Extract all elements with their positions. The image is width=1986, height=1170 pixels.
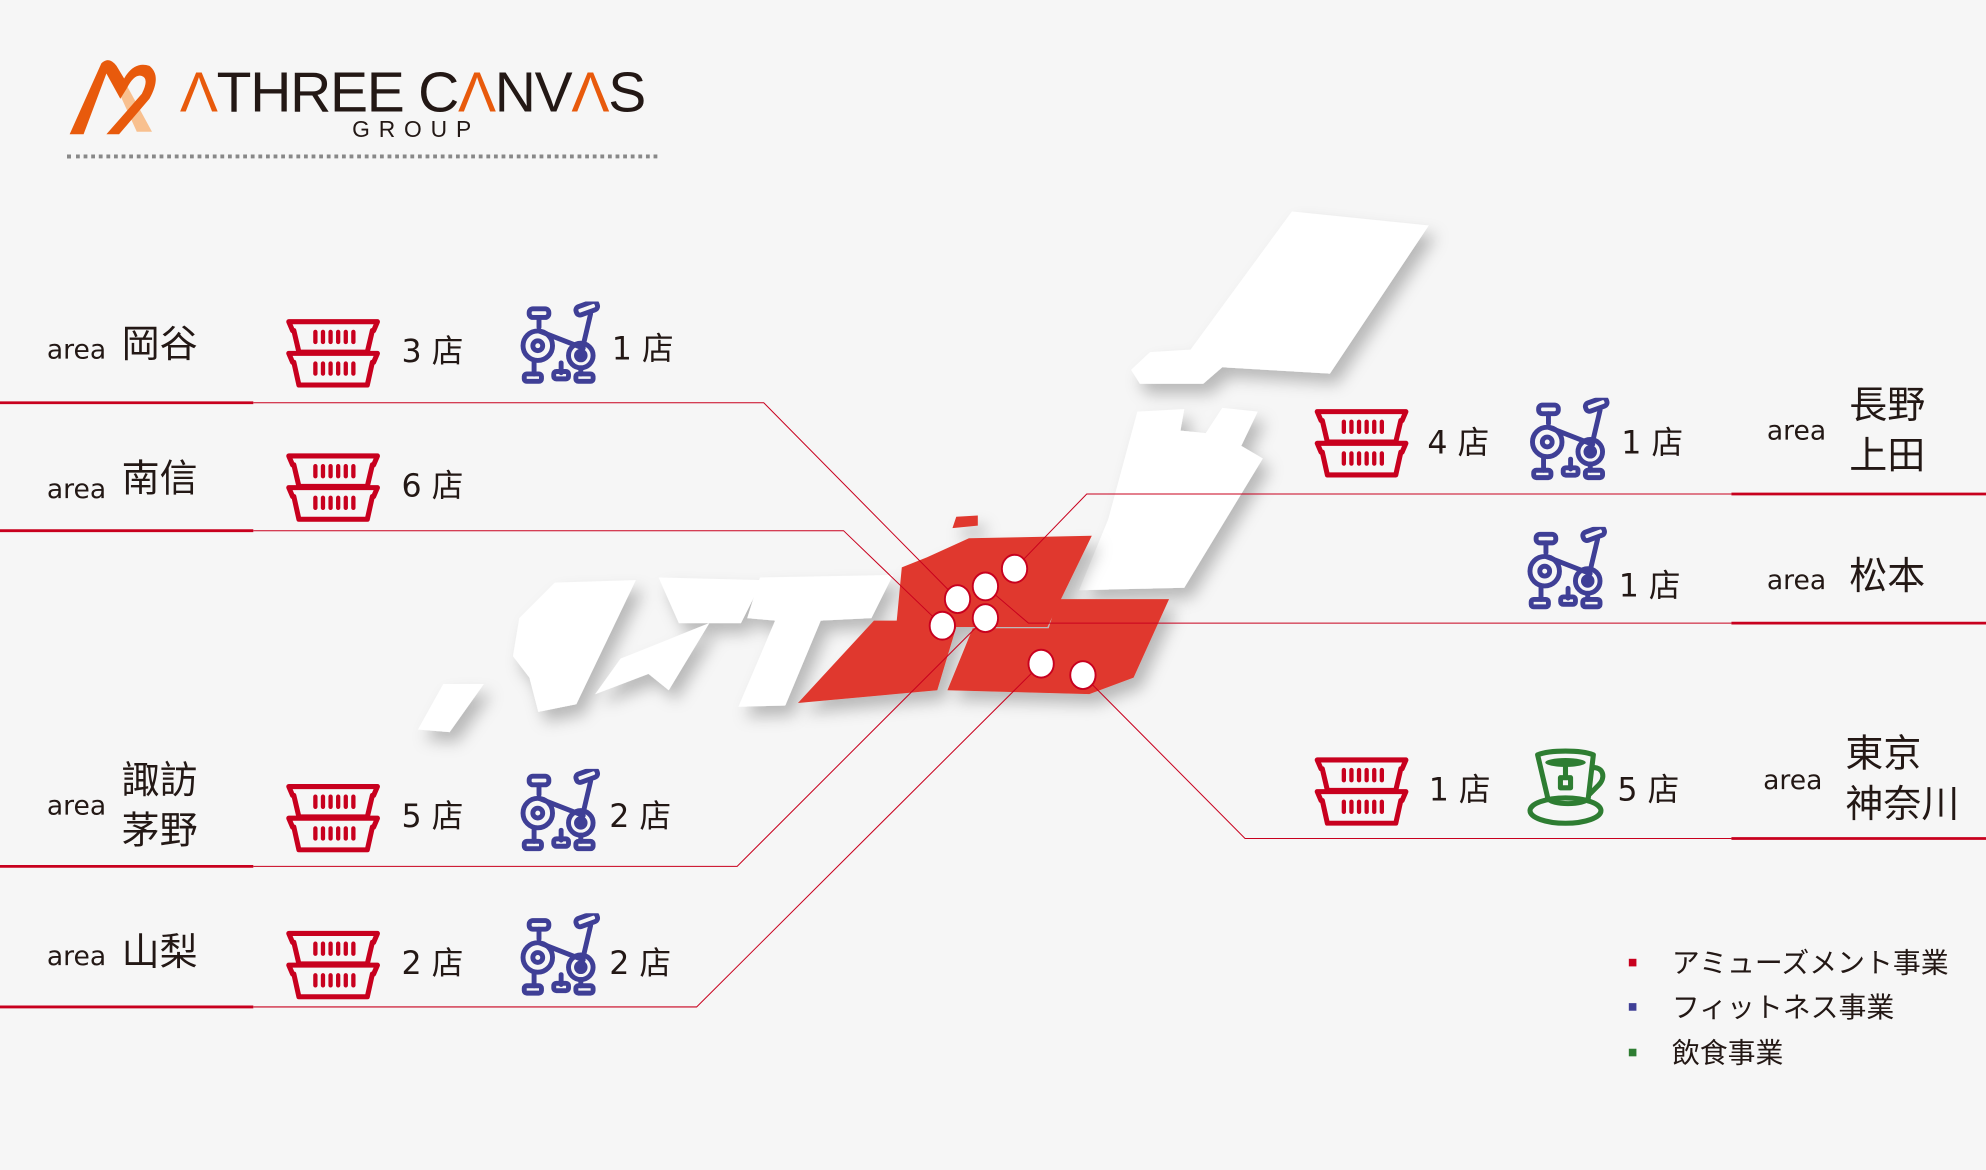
amusement-count: 6 店 <box>401 467 464 505</box>
area-label: area <box>46 334 107 365</box>
logo-divider <box>67 154 658 159</box>
logo-mark <box>69 60 156 135</box>
area-label: area <box>1766 415 1827 446</box>
amusement-count: 5 店 <box>401 797 464 835</box>
fitness-icon <box>523 768 599 849</box>
map-sado-island <box>952 515 978 529</box>
area-label: area <box>1766 564 1827 596</box>
legend-label: フィットネス事業 <box>1671 992 1895 1025</box>
amusement-icon <box>289 322 378 385</box>
leader-tokyo <box>1082 674 1732 839</box>
region-name-okaya: 岡谷 <box>121 322 198 368</box>
amusement-count: 2 店 <box>401 944 464 982</box>
area-label: area <box>1763 765 1823 796</box>
store-dot <box>928 610 956 641</box>
amusement-icon <box>289 933 378 996</box>
leader-nanshin <box>253 530 943 627</box>
region-name-nanshin: 南信 <box>121 457 198 502</box>
fitness-icon <box>1532 397 1608 478</box>
amusement-icon <box>289 787 378 850</box>
store-dot <box>1069 660 1097 690</box>
amusement-icon <box>1317 412 1406 475</box>
area-label: area <box>46 473 107 505</box>
area-label: area <box>46 941 107 972</box>
map-okinawa <box>417 683 484 733</box>
fitness-icon <box>523 300 599 381</box>
fitness-icon <box>1530 526 1606 607</box>
map-tohoku <box>1079 407 1263 591</box>
legend-swatch-fitness <box>1628 1003 1637 1011</box>
legend-label: 飲食事業 <box>1671 1038 1784 1071</box>
map-chugoku-east <box>738 575 893 707</box>
region-name-yamanashi: 山梨 <box>121 930 198 976</box>
logo-group-text: GROUP <box>352 116 481 142</box>
food-count: 5 店 <box>1617 771 1680 809</box>
fitness-count: 1 店 <box>1621 424 1684 462</box>
amusement-icon <box>1317 760 1406 823</box>
leader-okaya <box>253 402 958 600</box>
store-dot <box>971 571 1000 602</box>
amusement-icon <box>289 456 378 519</box>
amusement-count: 4 店 <box>1427 424 1490 462</box>
logo-wordmark: ΛTHREE CΛNVΛS <box>179 59 646 125</box>
fitness-count: 2 店 <box>609 944 672 982</box>
food-icon <box>1530 751 1603 823</box>
fitness-icon <box>523 912 599 993</box>
amusement-count: 3 店 <box>401 333 464 370</box>
map-kyushu <box>512 580 636 712</box>
legend-label: アミューズメント事業 <box>1671 948 1949 981</box>
region-name-nagano-ueda: 長野上田 <box>1849 383 1926 479</box>
store-dot <box>1027 648 1055 679</box>
legend-swatch-food <box>1628 1048 1637 1057</box>
map-shikoku <box>595 623 710 695</box>
leader-nagano <box>1014 493 1732 570</box>
store-dot <box>943 584 972 614</box>
fitness-count: 1 店 <box>1618 567 1681 605</box>
map-chugoku-west <box>658 577 763 624</box>
region-name-tokyo-kanagawa: 東京神奈川 <box>1845 732 1960 828</box>
store-dot <box>971 603 1000 633</box>
leader-suwa <box>253 617 986 867</box>
region-name-suwa-chino: 諏訪茅野 <box>121 758 198 854</box>
fitness-count: 2 店 <box>609 797 672 835</box>
store-dot <box>1000 553 1029 584</box>
area-label: area <box>46 790 107 821</box>
legend-swatch-amusement <box>1628 958 1637 967</box>
map-hokkaido <box>1131 211 1429 384</box>
amusement-count: 1 店 <box>1428 771 1491 809</box>
leader-yamanashi <box>253 663 1042 1008</box>
leader-matsumoto <box>985 586 1732 624</box>
fitness-count: 1 店 <box>611 330 674 368</box>
region-name-matsumoto: 松本 <box>1849 554 1926 600</box>
